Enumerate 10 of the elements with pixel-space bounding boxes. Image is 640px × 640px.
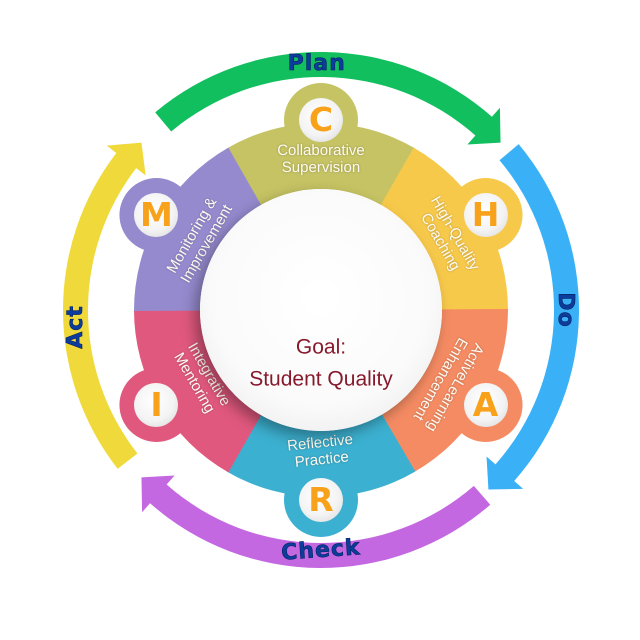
phase-label: Plan: [288, 53, 346, 76]
stage-label: Collaborative Supervision: [276, 143, 366, 177]
curved-arrow: [140, 474, 492, 569]
goal-label: Student Quality: [249, 367, 393, 391]
goal-heading: Goal:: [296, 335, 346, 359]
curved-arrow: [154, 51, 502, 146]
stage-label: Reflective Practice: [285, 432, 355, 472]
phase-label: Do: [554, 292, 576, 328]
phase-label: Check: [280, 537, 362, 565]
phase-label: Act: [64, 305, 87, 349]
